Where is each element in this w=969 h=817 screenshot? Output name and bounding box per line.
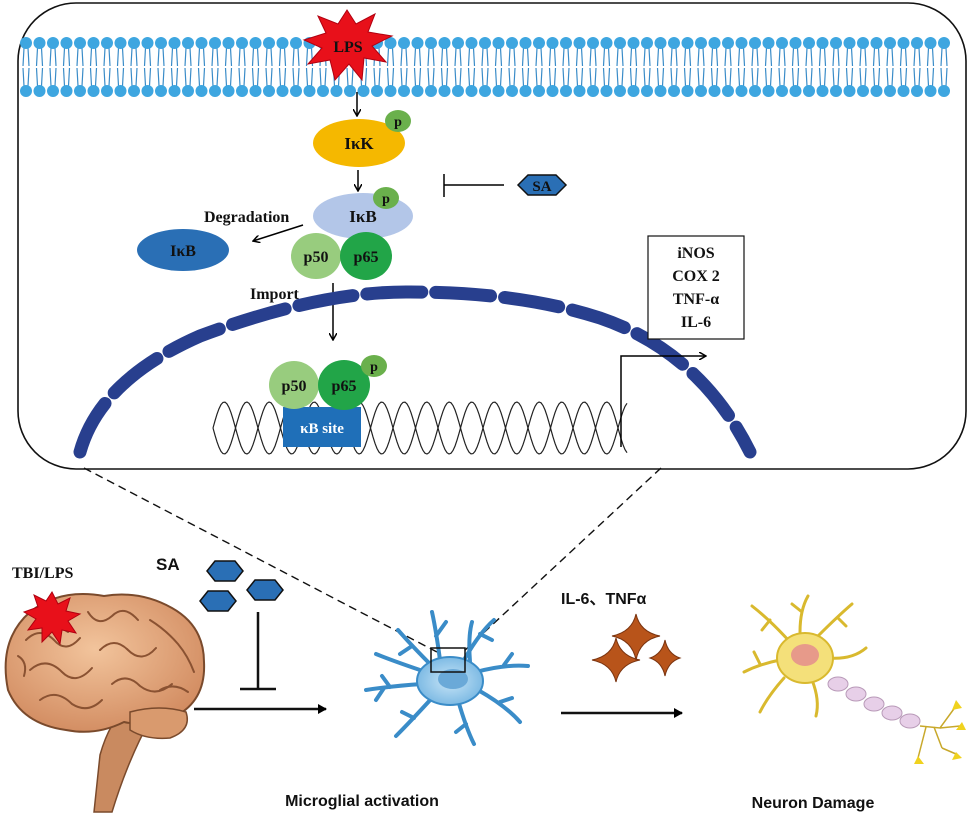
ikk-phospho-icon: [385, 110, 411, 132]
ikb-label: IκB: [349, 207, 376, 226]
kb-site-box: [283, 407, 361, 447]
p50-shape: [291, 233, 341, 279]
zoom-connector-right: [462, 467, 662, 653]
degradation-arrow: [253, 224, 304, 241]
p65-label: p65: [354, 249, 379, 266]
ikb-nfkb-complex: IκB p p50 p65: [291, 187, 413, 280]
p65-shape: [340, 232, 392, 280]
import-label: Import: [250, 286, 300, 303]
cytokine-star-group: [591, 613, 682, 683]
neuron-label: Neuron Damage: [752, 795, 875, 812]
sa-inhibition-inset: SA: [443, 174, 568, 197]
degraded-ikb: IκB: [137, 229, 229, 271]
p50-label: p50: [304, 249, 329, 266]
dna-helix-icon: [212, 401, 628, 455]
neuron-axon-terminals: [917, 705, 961, 759]
microglia-processes: [364, 610, 530, 746]
cytokines-label: IL-6、TNFα: [561, 591, 647, 608]
nuclear-p65-label: p65: [332, 378, 357, 395]
ikk-label: IκK: [344, 134, 374, 153]
gene-label: TNF-α: [673, 291, 719, 308]
sa-hexagon-icon: [206, 560, 244, 582]
neuron-terminal-boutons: [914, 700, 966, 764]
kb-site-label: κB site: [300, 421, 344, 437]
sa-hexagon-icon: [246, 579, 284, 601]
neuron-nucleus: [791, 644, 819, 666]
ikk-phospho-label: p: [394, 115, 402, 130]
nuclear-p50-shape: [269, 361, 319, 409]
gene-label: iNOS: [677, 245, 714, 262]
neuron-myelin-sheath: [827, 676, 921, 729]
microglia-icon: [364, 610, 530, 746]
microglia-label: Microglial activation: [285, 793, 439, 810]
gene-label: COX 2: [672, 268, 720, 285]
target-genes-frame: [647, 235, 745, 340]
brain-cerebellum: [129, 707, 188, 740]
inset-panel: [17, 2, 967, 470]
ikk-shape: [313, 119, 405, 167]
target-genes-box: iNOS COX 2 TNF-α IL-6: [647, 235, 745, 340]
microglia-nucleus: [438, 669, 468, 689]
cytokine-star-icon: [611, 613, 661, 661]
transcription-arrow: [620, 356, 706, 447]
brain-gyri: [17, 609, 195, 710]
ikb-phospho-icon: [373, 187, 399, 209]
degradation-label: Degradation: [204, 209, 289, 226]
sa-inset-label: SA: [532, 179, 551, 195]
nuclear-phospho-icon: [361, 355, 387, 377]
tbi-lps-label: TBI/LPS: [12, 565, 73, 582]
neuron-icon: [742, 594, 966, 764]
zoom-box: [430, 647, 466, 673]
sa-bottom-label: SA: [156, 555, 180, 574]
cytokine-star-icon: [591, 637, 641, 683]
gene-label: IL-6: [681, 314, 711, 331]
nuclear-nfkb-complex: κB site p50 p65 p: [269, 355, 387, 447]
degraded-ikb-label: IκB: [170, 243, 196, 260]
cytokine-star-icon: [648, 639, 682, 677]
neuron-dendrites: [742, 594, 868, 718]
nuclear-phospho-label: p: [370, 360, 378, 375]
nuclear-p50-label: p50: [282, 378, 307, 395]
nuclear-p65-shape: [318, 360, 370, 410]
ikb-phospho-label: p: [382, 192, 390, 207]
zoom-connector-left: [83, 467, 438, 653]
sa-hexagon-icon: [199, 590, 237, 612]
brain-icon: [4, 591, 206, 813]
cell-membrane: [20, 37, 950, 97]
inset-frame: [17, 2, 967, 470]
nuclear-envelope: [73, 285, 757, 459]
lps-label: LPS: [333, 39, 362, 56]
degraded-ikb-shape: [137, 229, 229, 271]
sa-hexagon-icon: [516, 174, 568, 196]
sa-hexagon-group: [199, 560, 284, 612]
ikk-complex: IκK p: [313, 110, 411, 167]
brain-injury-burst-icon: [22, 591, 82, 646]
lps-burst-icon: LPS: [302, 9, 394, 82]
